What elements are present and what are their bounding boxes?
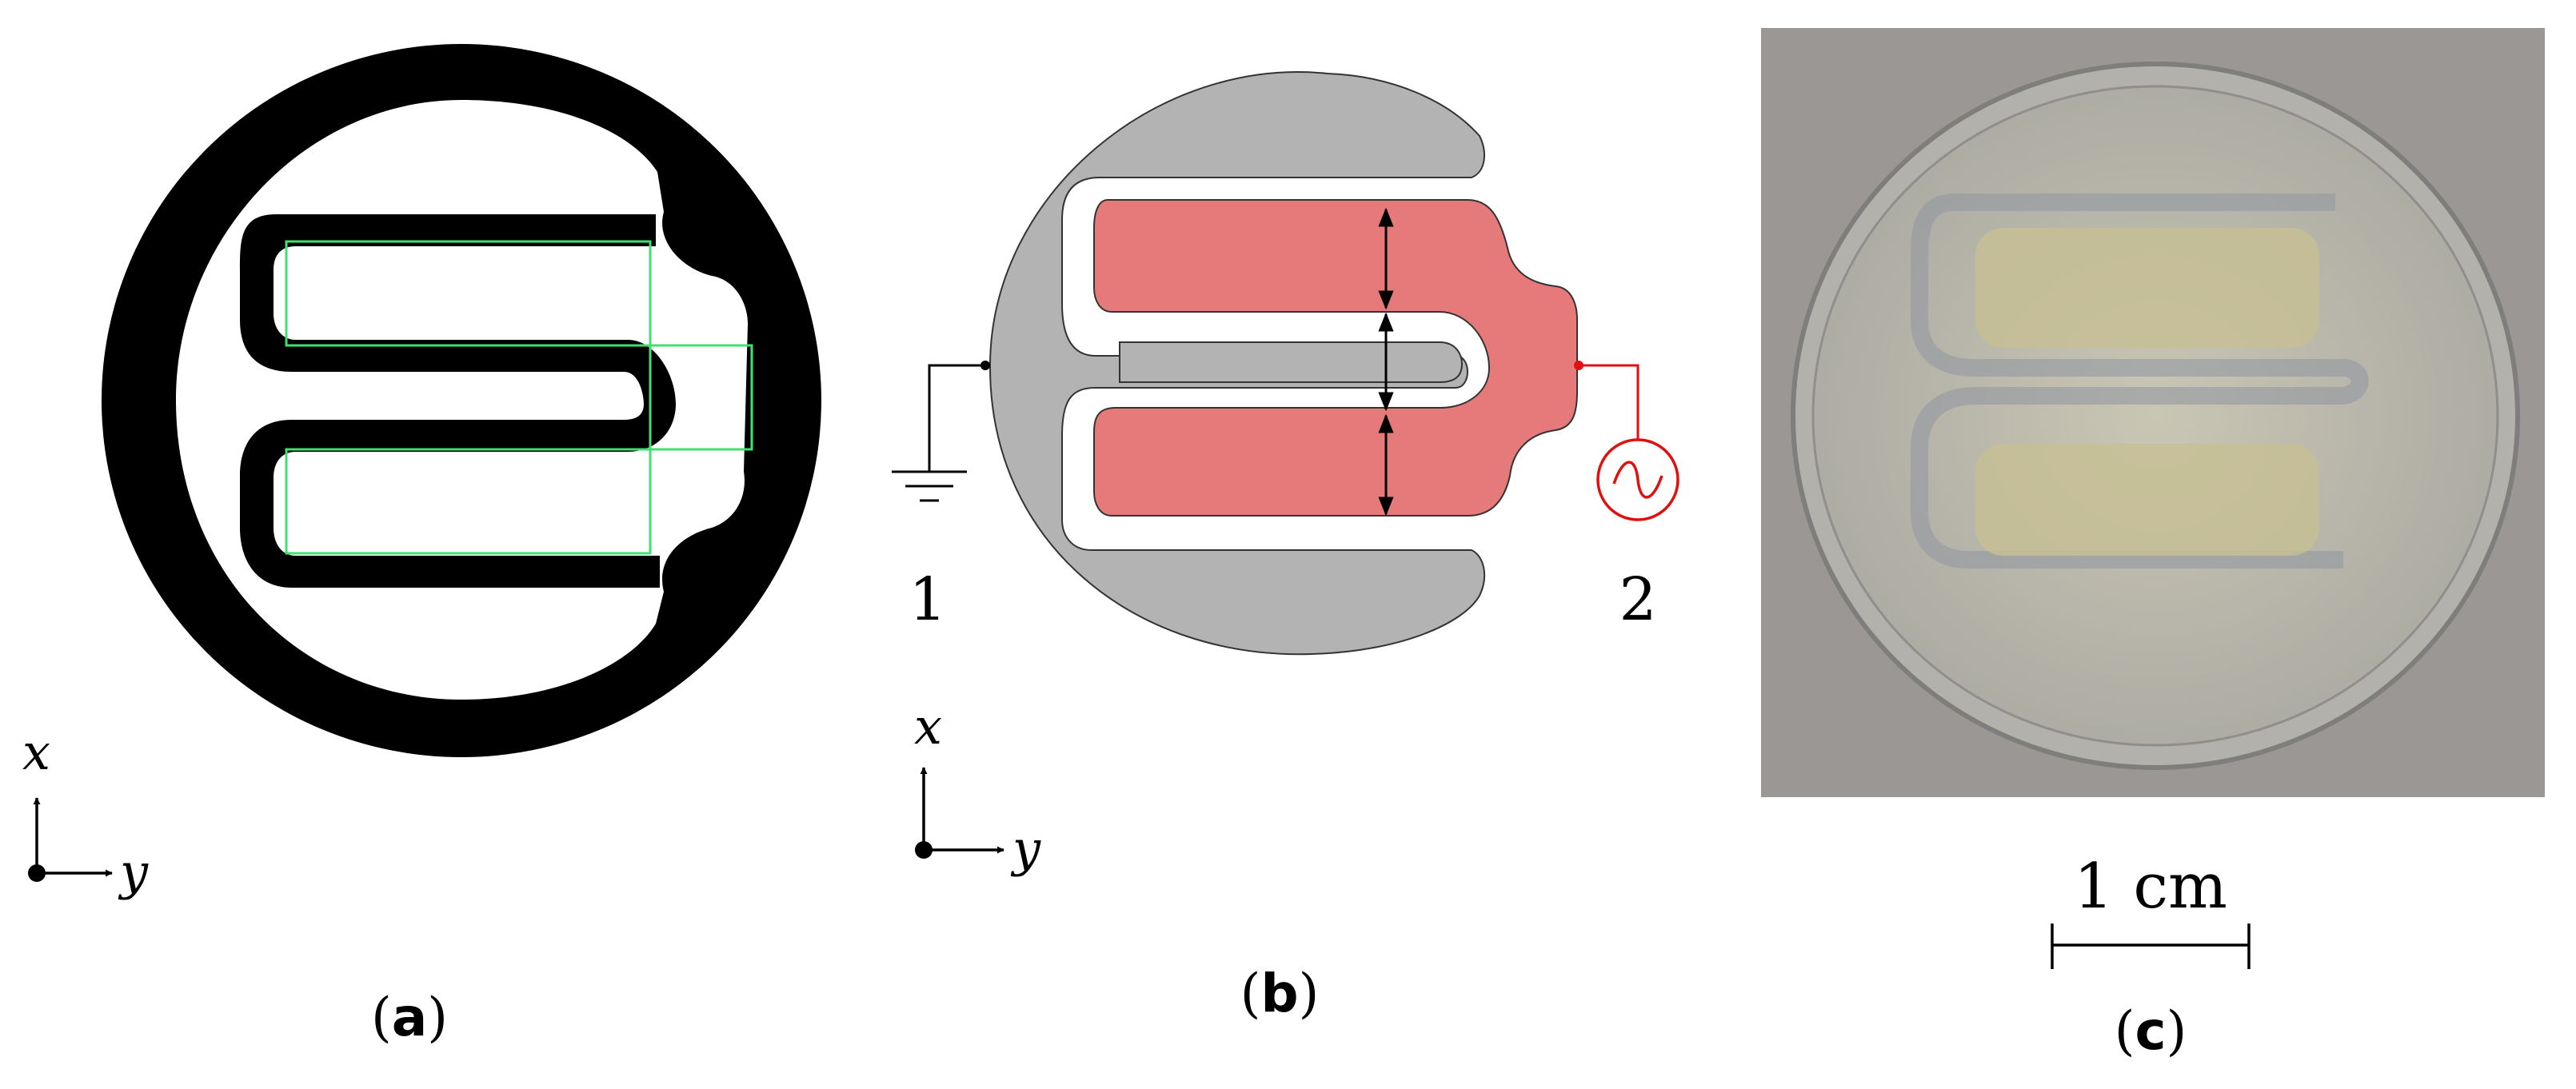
panel-b: 1 2 x y (b) (892, 71, 1679, 1024)
axes-a: x y (22, 723, 149, 901)
terminal-label-2: 2 (1619, 565, 1656, 634)
x-axis-label: x (22, 723, 50, 781)
serpentine-trace (240, 214, 676, 588)
design-windows (285, 240, 753, 555)
terminal-label-1: 1 (909, 565, 946, 634)
photo-serpentine (1911, 193, 2369, 568)
panel-a-label: (a) (371, 987, 448, 1048)
panel-c-label: (c) (2115, 1000, 2187, 1062)
window-top (285, 240, 652, 347)
scale-bar: 1 cm (2051, 851, 2251, 969)
ac-source-icon (1574, 361, 1679, 521)
x-axis-label: x (914, 697, 942, 756)
window-middle (649, 344, 753, 451)
panel-c: 1 cm (c) (1761, 28, 2545, 1062)
gap-insert (1119, 341, 1464, 383)
photo-electrode-bottom (1975, 444, 2319, 556)
outer-ring (102, 44, 821, 757)
scale-bar-label: 1 cm (2074, 851, 2227, 923)
axis-origin (28, 864, 46, 882)
axes-b: x y (914, 697, 1041, 878)
y-axis-label: y (118, 843, 149, 901)
glass-disk-inner (1811, 85, 2499, 747)
panel-a: x y (a) (22, 44, 821, 1048)
photo-electrode-top (1975, 228, 2319, 348)
y-axis-label: y (1010, 820, 1041, 878)
window-bottom (285, 448, 652, 555)
ground-symbol-icon (892, 361, 990, 502)
panel-b-label: (b) (1240, 963, 1320, 1024)
driven-electrode (1093, 199, 1578, 517)
